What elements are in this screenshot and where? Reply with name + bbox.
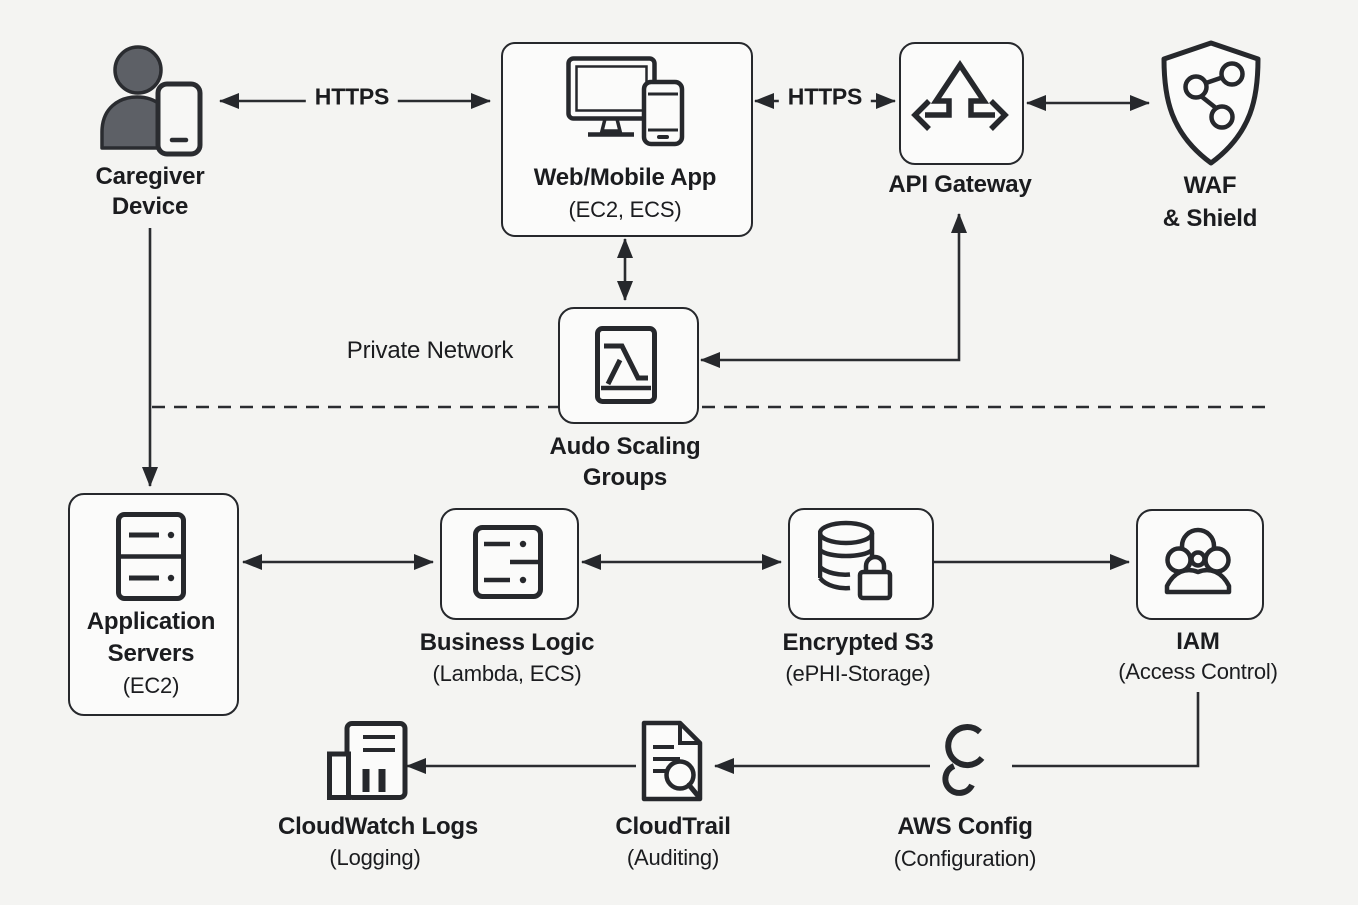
cloudtrail-title: CloudTrail bbox=[615, 813, 731, 840]
iam-subtitle: (Access Control) bbox=[1118, 659, 1278, 684]
business-logic-title: Business Logic bbox=[419, 629, 595, 656]
api-gateway-title: API Gateway bbox=[888, 171, 1032, 198]
user-group-icon bbox=[1164, 527, 1232, 595]
caregiver-device-label-line2: Device bbox=[111, 193, 189, 220]
desktop-and-phone-icon bbox=[566, 56, 685, 147]
auto-scaling-label-line2: Groups bbox=[582, 464, 668, 491]
https-label-left: HTTPS bbox=[305, 83, 399, 111]
caregiver-device-label-line1: Caregiver bbox=[95, 163, 205, 190]
application-servers-subtitle: (EC2) bbox=[122, 673, 180, 698]
https-label-right: HTTPS bbox=[778, 83, 872, 111]
private-network-label: Private Network bbox=[346, 337, 514, 364]
logs-building-icon bbox=[327, 721, 408, 800]
node-box-encrypted-s3 bbox=[788, 508, 934, 620]
encrypted-s3-subtitle: (ePHI-Storage) bbox=[785, 661, 931, 686]
web-mobile-app-subtitle: (EC2, ECS) bbox=[568, 197, 682, 222]
config-swirl-icon bbox=[942, 724, 985, 796]
lambda-panel-icon bbox=[595, 326, 657, 404]
shield-share-nodes-icon bbox=[1161, 40, 1261, 166]
node-box-application-servers bbox=[68, 493, 239, 716]
auto-scaling-label-line1: Audo Scaling bbox=[549, 433, 701, 460]
application-servers-label-line2: Servers bbox=[107, 640, 195, 667]
aws-config-title: AWS Config bbox=[897, 813, 1033, 840]
three-way-arrows-icon bbox=[911, 60, 1009, 131]
person-with-phone-icon bbox=[100, 45, 203, 157]
server-unit-icon bbox=[473, 525, 543, 599]
cloudtrail-subtitle: (Auditing) bbox=[626, 845, 720, 870]
waf-shield-label-line2: & Shield bbox=[1162, 205, 1258, 232]
iam-title: IAM bbox=[1176, 628, 1220, 655]
web-mobile-app-title: Web/Mobile App bbox=[533, 164, 717, 191]
application-servers-label-line1: Application bbox=[86, 608, 216, 635]
encrypted-s3-title: Encrypted S3 bbox=[782, 629, 934, 656]
business-logic-subtitle: (Lambda, ECS) bbox=[432, 661, 582, 686]
aws-config-subtitle: (Configuration) bbox=[893, 846, 1037, 871]
waf-shield-label-line1: WAF bbox=[1183, 172, 1237, 199]
server-rack-icon bbox=[116, 512, 186, 601]
cloudwatch-logs-subtitle: (Logging) bbox=[329, 845, 421, 870]
database-lock-icon bbox=[818, 520, 893, 601]
cloudwatch-logs-title: CloudWatch Logs bbox=[277, 813, 479, 840]
node-box-api-gateway bbox=[899, 42, 1024, 165]
line-iam-awsconfig-elbow bbox=[1012, 692, 1200, 768]
node-box-web-mobile-app bbox=[501, 42, 753, 237]
document-magnifier-icon bbox=[641, 720, 703, 802]
